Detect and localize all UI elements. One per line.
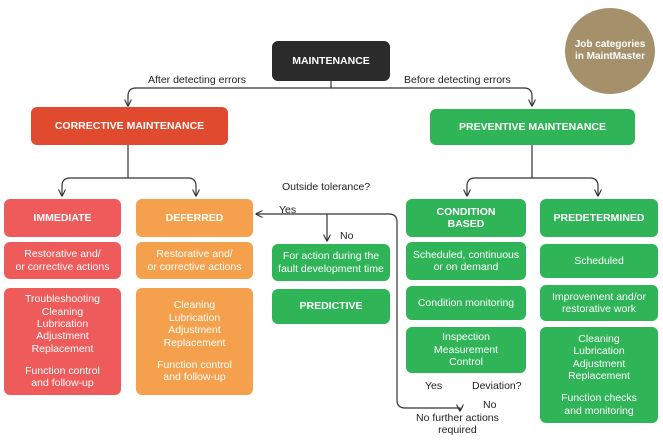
inspection-box: Inspection Measurement Control <box>406 327 526 373</box>
immediate-task-cleaning: Cleaning <box>41 305 84 318</box>
deviation-no-label: No <box>483 399 497 411</box>
predictive-action-box: For action during the fault development … <box>272 244 390 281</box>
predetermined-task-lubrication: Lubrication <box>573 345 625 358</box>
job-categories-badge: Job categories in MaintMaster <box>565 8 655 94</box>
deferred-action-line-2: or corrective actions <box>147 260 242 273</box>
maintenance-root-box: MAINTENANCE <box>272 41 390 81</box>
improvement-line-2: restorative work <box>561 303 637 315</box>
predetermined-followup-line-1: Function checks <box>561 392 637 405</box>
arrow-deviation-no <box>396 390 460 410</box>
after-detecting-errors-label: After detecting errors <box>148 74 247 86</box>
no-further-line-1: No further actions <box>416 412 499 424</box>
arrow-preventive-to-predetermined <box>532 177 598 195</box>
immediate-action-box: Restorative and/ or corrective actions <box>4 242 121 279</box>
arrow-corrective-to-immediate <box>62 145 129 195</box>
condition-based-line-1: CONDITION <box>436 205 496 218</box>
predetermined-followup-line-2: and monitoring <box>564 404 634 417</box>
immediate-followup-line-2: and follow-up <box>31 377 94 390</box>
predetermined-scheduled-box: Scheduled <box>540 244 658 278</box>
improvement-box: Improvement and/or restorative work <box>540 285 658 321</box>
deferred-action-line-1: Restorative and/ <box>156 248 233 261</box>
immediate-tasks-box: Troubleshooting Cleaning Lubrication Adj… <box>4 288 121 395</box>
no-further-line-2: required <box>438 424 477 436</box>
line-deviation-loop <box>327 213 398 390</box>
arrow-preventive-to-condition <box>467 145 533 195</box>
immediate-task-adjustment: Adjustment <box>36 330 89 343</box>
deferred-action-box: Restorative and/ or corrective actions <box>136 242 253 279</box>
preventive-maintenance-box: PREVENTIVE MAINTENANCE <box>430 109 635 145</box>
immediate-action-line-2: or corrective actions <box>15 260 110 273</box>
condition-based-box: CONDITION BASED <box>406 199 526 237</box>
tolerance-yes-label: Yes <box>279 204 297 216</box>
predictive-box: PREDICTIVE <box>272 289 390 324</box>
condition-monitoring-box: Condition monitoring <box>406 286 526 320</box>
deferred-task-adjustment: Adjustment <box>168 324 221 337</box>
condition-scheduled-line-1: Scheduled, continuous <box>412 248 520 261</box>
immediate-box: IMMEDIATE <box>4 199 121 237</box>
inspection-line-1: Inspection <box>442 331 490 344</box>
arrow-root-to-corrective <box>128 80 332 105</box>
predetermined-task-cleaning: Cleaning <box>578 332 620 345</box>
deferred-task-cleaning: Cleaning <box>173 299 216 312</box>
tolerance-no-label: No <box>340 230 354 242</box>
arrow-corrective-to-deferred <box>128 177 196 195</box>
improvement-line-1: Improvement and/or <box>552 290 646 303</box>
immediate-task-troubleshooting: Troubleshooting <box>25 293 100 306</box>
immediate-followup-line-1: Function control <box>25 365 100 378</box>
predictive-action-line-2: fault development time <box>278 262 384 275</box>
immediate-action-line-1: Restorative and/ <box>24 248 101 261</box>
outside-tolerance-question: Outside tolerance? <box>282 181 371 193</box>
deviation-yes-label: Yes <box>425 380 443 392</box>
deviation-question: Deviation? <box>472 380 522 392</box>
immediate-task-replacement: Replacement <box>31 342 94 355</box>
immediate-task-lubrication: Lubrication <box>36 317 89 330</box>
deferred-task-replacement: Replacement <box>163 336 226 349</box>
predetermined-task-replacement: Replacement <box>568 370 630 382</box>
condition-scheduled-box: Scheduled, continuous or on demand <box>406 242 526 280</box>
deferred-tasks-box: Cleaning Lubrication Adjustment Replacem… <box>136 288 253 395</box>
badge-line-1: Job categories <box>574 38 646 50</box>
deferred-followup-line-1: Function control <box>157 358 232 371</box>
deferred-task-lubrication: Lubrication <box>168 311 221 324</box>
arrow-root-to-preventive <box>331 87 532 105</box>
predetermined-box: PREDETERMINED <box>540 199 658 237</box>
condition-scheduled-line-2: or on demand <box>433 261 499 273</box>
predictive-action-line-1: For action during the <box>282 250 380 263</box>
deferred-box: DEFERRED <box>136 199 253 237</box>
predetermined-tasks-box: Cleaning Lubrication Adjustment Replacem… <box>540 327 658 423</box>
inspection-line-2: Measurement <box>433 343 499 356</box>
maintenance-root-label: MAINTENANCE <box>292 54 370 67</box>
no-further-actions-label: No further actions required <box>416 412 499 436</box>
predetermined-task-adjustment: Adjustment <box>572 357 626 370</box>
inspection-line-3: Control <box>449 356 483 369</box>
badge-line-2: in MaintMaster <box>574 51 645 62</box>
before-detecting-errors-label: Before detecting errors <box>404 74 511 86</box>
deferred-followup-line-2: and follow-up <box>163 371 226 384</box>
condition-based-line-2: BASED <box>447 218 485 230</box>
corrective-maintenance-box: CORRECTIVE MAINTENANCE <box>31 107 228 145</box>
